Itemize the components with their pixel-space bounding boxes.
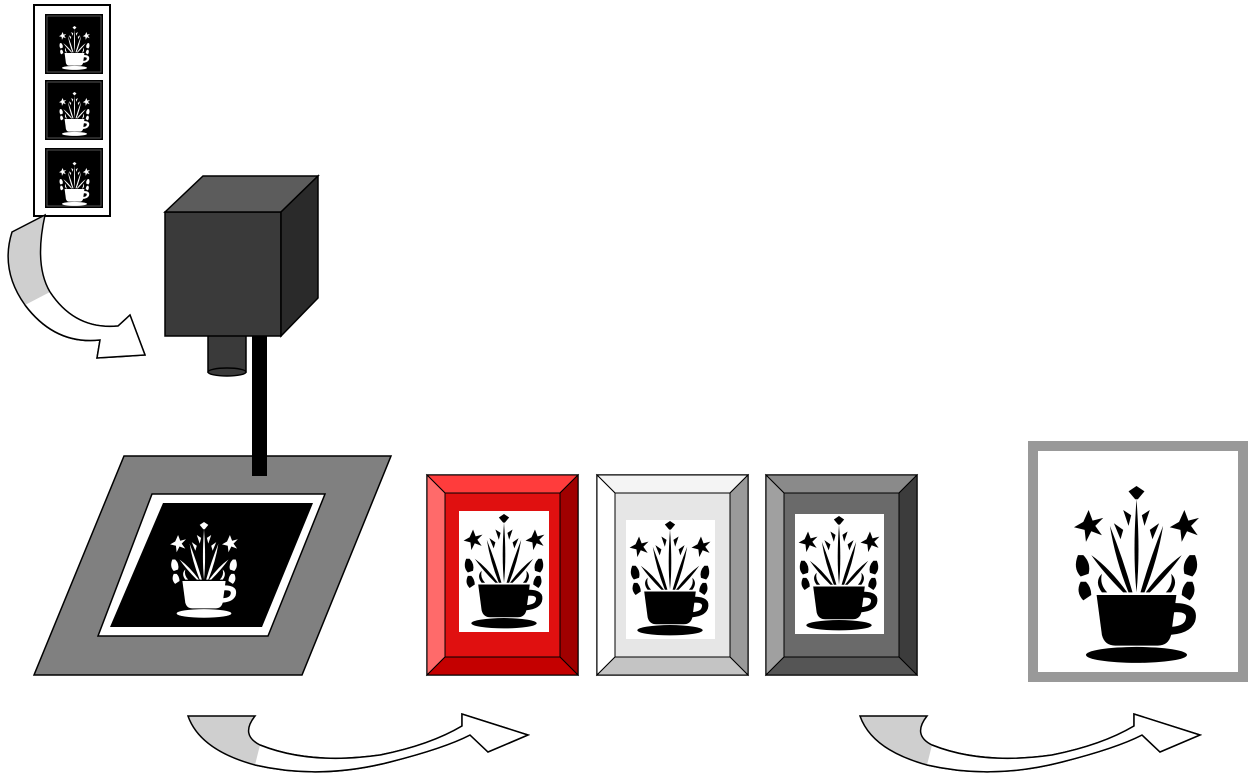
framed-print-red: [425, 473, 580, 677]
projected-image: [163, 518, 263, 618]
negative-frame-3: [45, 148, 103, 208]
negative-film-strip: [33, 4, 111, 217]
final-framed-print: [1028, 441, 1248, 682]
enlarger-column: [252, 336, 267, 476]
arrow-frames-to-final: [858, 712, 1203, 773]
enlarger: [32, 174, 393, 676]
enlarger-lens: [207, 331, 247, 377]
negative-frame-2: [45, 80, 103, 140]
arrow-enlarger-to-frames: [186, 712, 531, 773]
easel-base: [32, 455, 393, 676]
framed-print-silver: [595, 473, 750, 677]
framed-print-gray: [764, 473, 919, 677]
enlarger-head: [163, 174, 320, 338]
arrow-strip-to-enlarger: [7, 213, 147, 359]
negative-frame-1: [45, 14, 103, 74]
